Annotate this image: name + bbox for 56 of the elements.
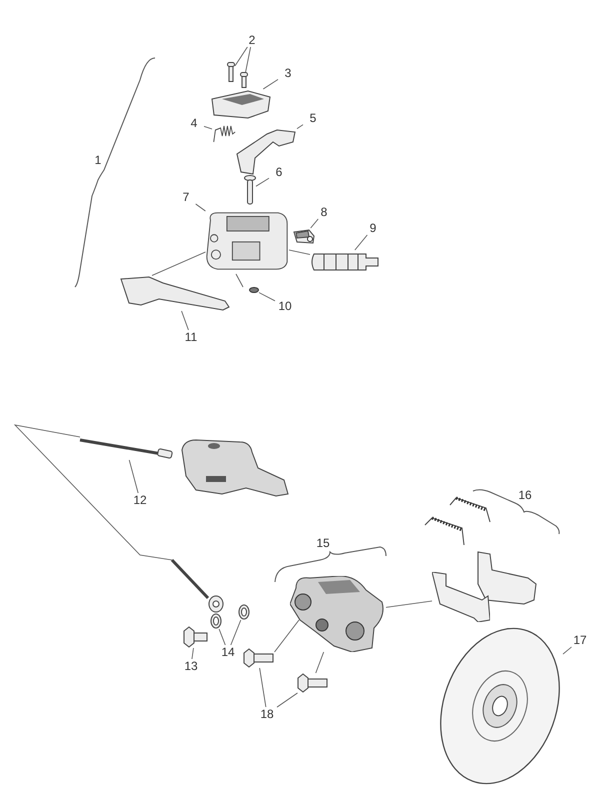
- leader-line: [259, 668, 266, 708]
- assembly-line: [274, 620, 300, 652]
- callout-number: 4: [184, 116, 204, 130]
- assembly-line: [386, 600, 432, 608]
- callout-number: 16: [517, 488, 533, 502]
- washer-drawing: [210, 613, 222, 629]
- leader-line: [218, 628, 226, 646]
- callout-number: 6: [269, 165, 289, 179]
- assembly-line: [288, 250, 310, 255]
- brake-pad-drawing: [432, 572, 490, 622]
- leader-line: [310, 218, 319, 228]
- callout-number: 7: [176, 190, 196, 204]
- leader-line: [192, 648, 194, 660]
- callout-number: 17: [570, 633, 590, 647]
- screw-drawing: [240, 72, 248, 88]
- callout-number: 18: [257, 707, 277, 721]
- assembly-line: [315, 652, 324, 674]
- leader-line: [195, 204, 206, 212]
- nut-drawing: [249, 287, 259, 293]
- callout-number: 14: [218, 645, 238, 659]
- callout-number: 11: [181, 330, 201, 344]
- callout-number: 10: [275, 299, 295, 313]
- bolt-drawing: [242, 648, 274, 668]
- leader-line: [296, 124, 304, 130]
- leader-line: [181, 310, 189, 330]
- brake-lever-drawing: [119, 275, 231, 311]
- leader-line: [276, 692, 298, 708]
- callout-number: 5: [303, 111, 323, 125]
- brake-caliper-drawing: [290, 576, 386, 652]
- callout-number: 12: [130, 493, 150, 507]
- bolt-drawing: [182, 626, 208, 648]
- leader-line: [230, 620, 242, 646]
- leader-line: [258, 292, 276, 302]
- hose-drawing: [78, 436, 174, 460]
- callout-number: 8: [314, 205, 334, 219]
- callout-number: 1: [94, 153, 102, 167]
- leader-line: [204, 126, 212, 130]
- callout-number: 2: [242, 33, 262, 47]
- lever-housing-drawing: [205, 211, 289, 271]
- pivot-pin-drawing: [244, 175, 256, 205]
- leader-line: [262, 79, 278, 90]
- leader-line: [234, 46, 248, 66]
- leader-line: [128, 460, 139, 494]
- callout-number: 13: [181, 659, 201, 673]
- leader-line: [256, 178, 270, 187]
- leader-line: [245, 46, 251, 72]
- leader-line: [562, 646, 572, 654]
- assembly-line: [152, 252, 206, 276]
- leader-line: [354, 234, 368, 250]
- bolt-drawing: [296, 673, 328, 693]
- callout-number: 15: [315, 536, 331, 550]
- washer-drawing: [238, 604, 250, 620]
- callout-number: 9: [363, 221, 383, 235]
- callout-number: 3: [278, 66, 298, 80]
- clip-drawing: [293, 228, 315, 244]
- screw-drawing: [227, 62, 235, 82]
